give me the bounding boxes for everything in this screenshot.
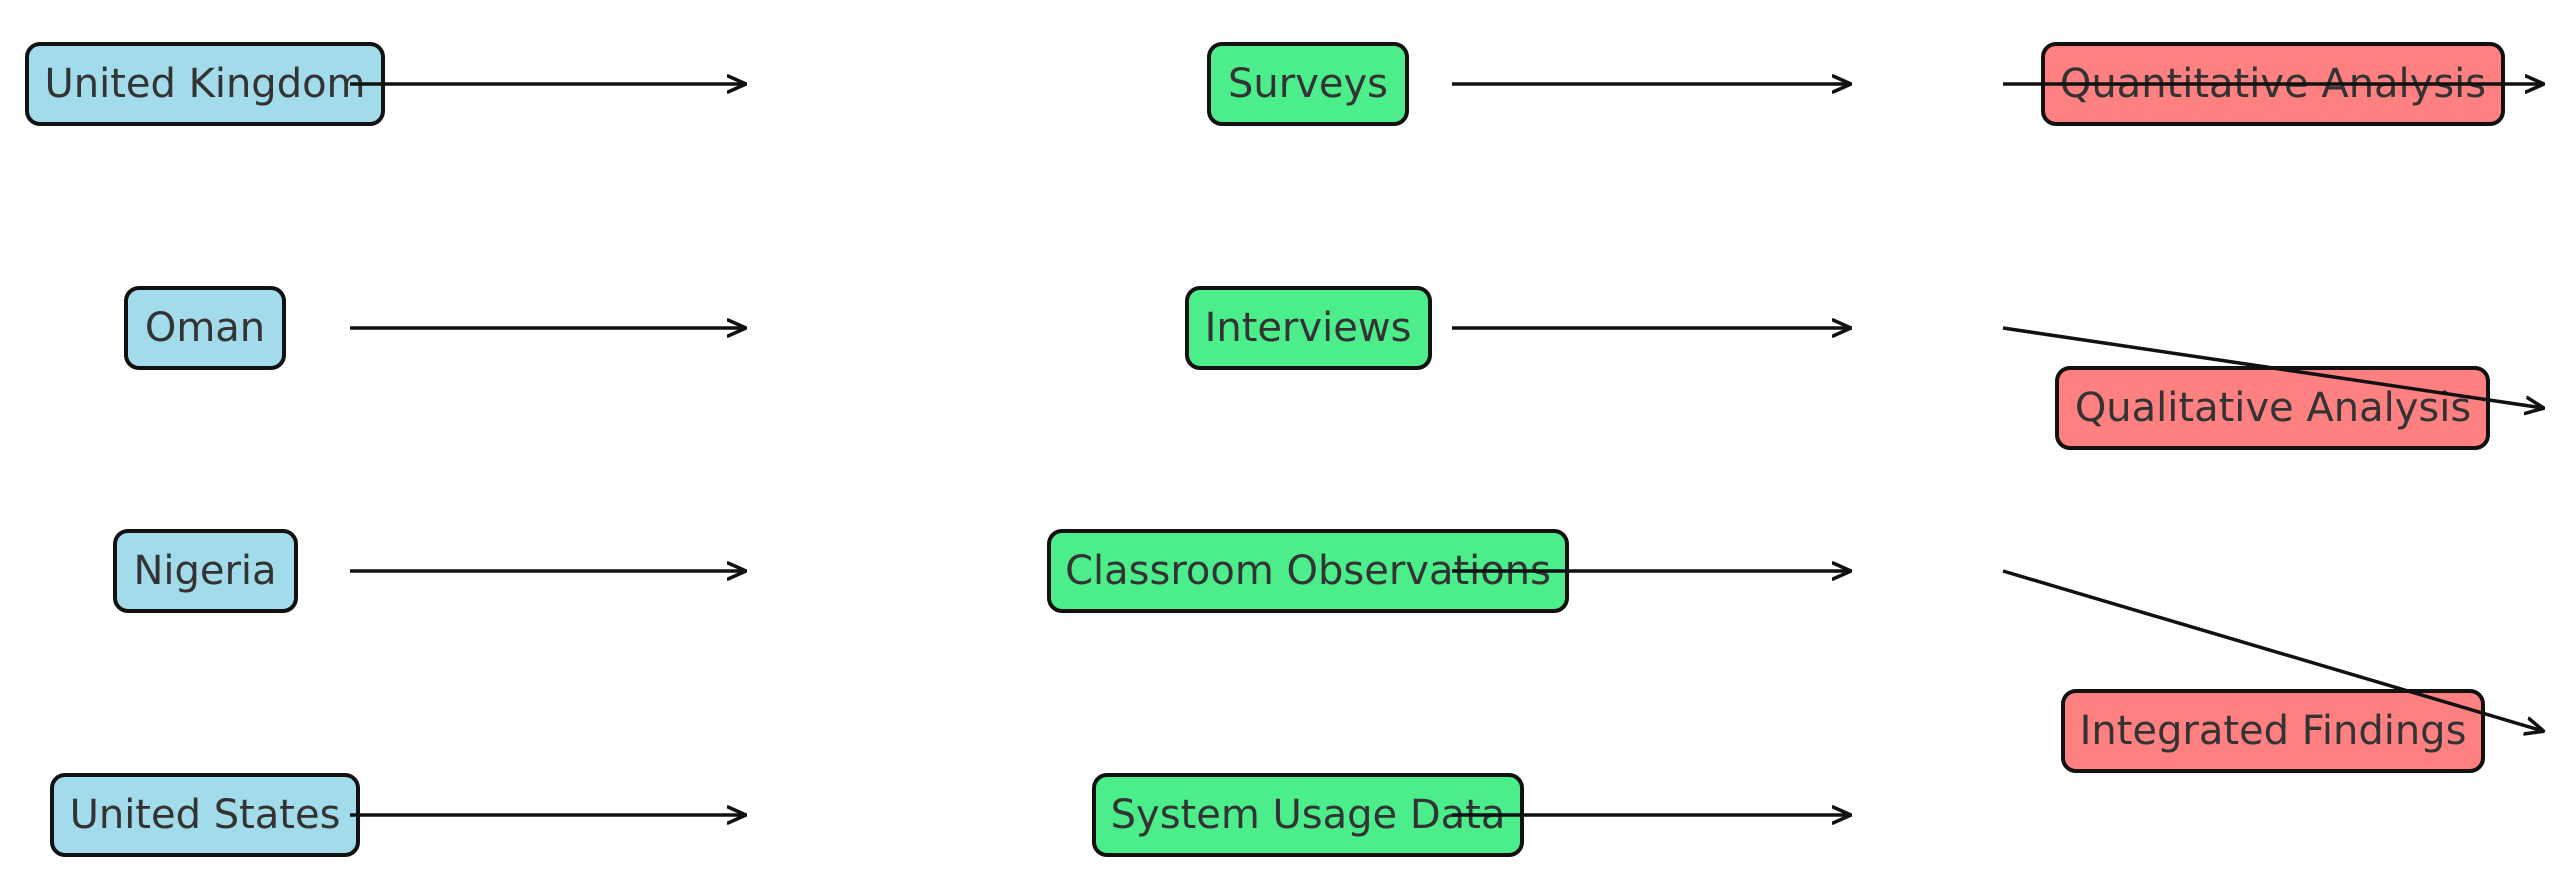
method-node-interviews: Interviews (1185, 286, 1432, 370)
country-node-oman: Oman (124, 286, 286, 370)
country-node-united-states: United States (50, 773, 360, 857)
analysis-node-integrated-findings: Integrated Findings (2061, 689, 2485, 773)
country-label: United States (70, 792, 341, 838)
country-label: Nigeria (133, 548, 276, 594)
country-label: United Kingdom (44, 61, 365, 107)
arrow-to-qualitative-analysis (2002, 326, 2543, 408)
analysis-node-qualitative-analysis: Qualitative Analysis (2055, 366, 2490, 450)
method-label: Surveys (1228, 61, 1388, 107)
method-label: System Usage Data (1111, 792, 1506, 838)
method-node-surveys: Surveys (1207, 42, 1409, 126)
country-node-nigeria: Nigeria (113, 529, 298, 613)
country-label: Oman (145, 305, 265, 351)
country-node-united-kingdom: United Kingdom (25, 42, 385, 126)
analysis-label: Integrated Findings (2080, 708, 2467, 754)
analysis-label: Qualitative Analysis (2075, 385, 2471, 431)
arrow-to-integrated-findings (2002, 569, 2543, 731)
method-label: Interviews (1205, 305, 1412, 351)
